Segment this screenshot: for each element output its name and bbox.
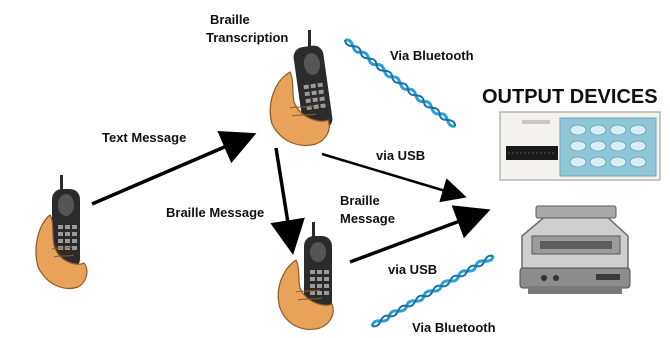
transcription-phone-in-hand-icon [269,30,333,146]
braille-embosser-device-icon [519,205,631,294]
bluetooth-wave-top-icon [344,38,457,128]
usb-bottom-arrow [349,205,491,264]
output-devices-heading: OUTPUT DEVICES [482,86,658,108]
receiver-phone-in-hand-icon [277,222,334,330]
via-bluetooth-top-label: Via Bluetooth [390,48,474,63]
via-bluetooth-bottom-label: Via Bluetooth [412,320,496,335]
braille-message-right-label-line1: Braille [340,193,380,208]
text-message-arrow [91,130,257,206]
braille-transcription-label-line1: Braille [210,12,250,27]
sender-phone-in-hand-icon [35,175,88,289]
braille-transcription-label-line2: Transcription [206,30,289,45]
text-message-label: Text Message [102,130,187,145]
braille-message-left-label: Braille Message [166,205,265,220]
braille-message-down-arrow [270,147,305,255]
bluetooth-wave-bottom-icon [370,254,495,328]
usb-top-arrow [321,152,467,203]
via-usb-bottom-label: via USB [388,262,438,277]
via-usb-top-label: via USB [376,148,426,163]
braille-message-right-label-line2: Message [340,211,395,226]
braille-display-device-icon [499,111,661,181]
